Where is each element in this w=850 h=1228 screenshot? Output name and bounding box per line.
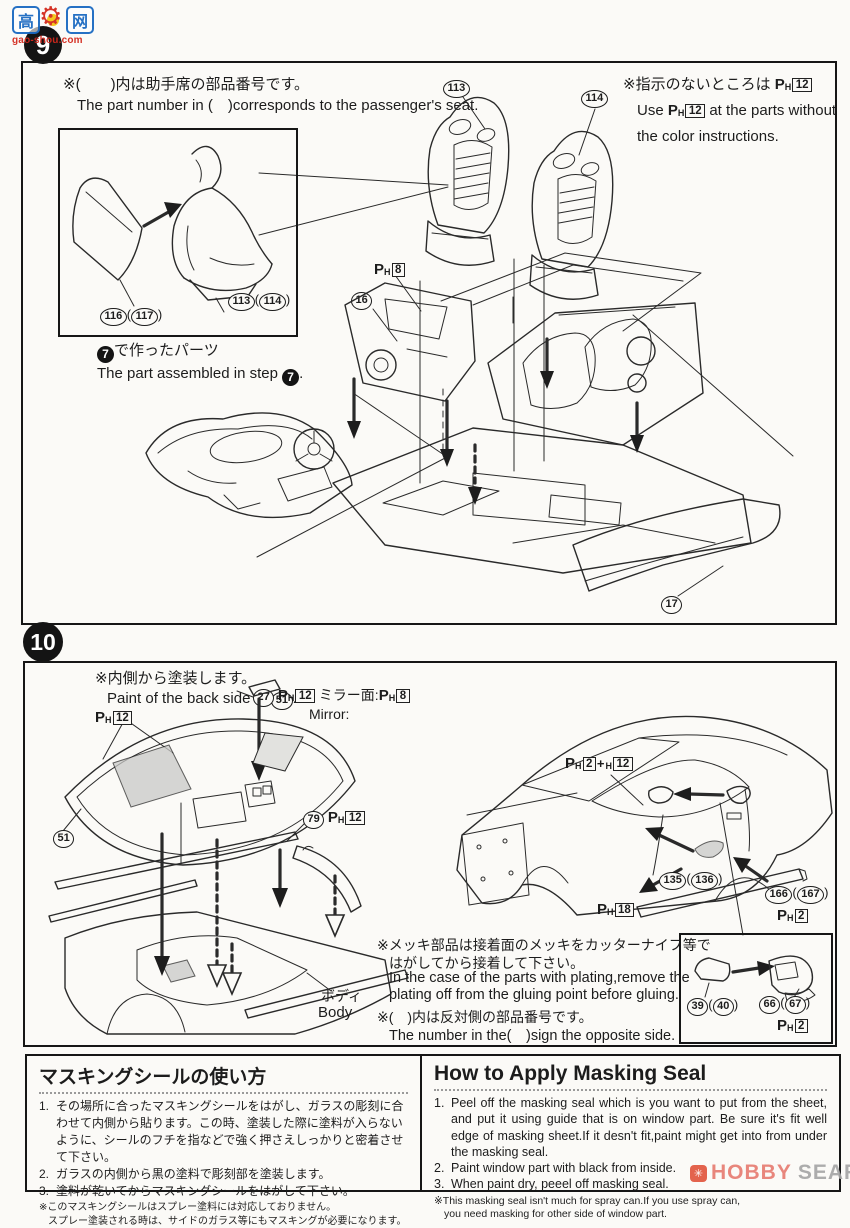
step7-dot: 7 (282, 369, 300, 386)
part-label-113-114: 113(114) (228, 292, 290, 311)
seat-detail-box: 116(117) 113(114) (58, 128, 298, 337)
hobbysearch-word1: HOBBY (711, 1161, 792, 1184)
step10-note-inside-en: Paint of the back side of 51. (107, 689, 297, 710)
note-plating-en1: In the case of the parts with plating,re… (389, 970, 690, 986)
masking-en-item-2: 2.Paint window part with black from insi… (434, 1161, 677, 1175)
masking-jp-box: マスキングシールの使い方 1.その場所に合ったマスキングシールをはがし、ガラスの… (27, 1056, 420, 1227)
masking-jp-item-2: 2.ガラスの内側から黒の塗料で彫刻部を塗装します。 (39, 1167, 331, 1182)
masking-en-note2: you need masking for other side of windo… (444, 1208, 667, 1221)
note-plating-jp2: はがしてから接着して下さい。 (389, 955, 585, 971)
step9-box: ※( )内は助手席の部品番号です。 The part number in ( )… (21, 61, 837, 625)
step9-note-passenger-jp: ※( )内は助手席の部品番号です。 (63, 76, 310, 93)
part-label-135-136: 135(136) (659, 871, 722, 890)
masking-jp-note1: ※このマスキングシールはスプレー塗料には対応しておりません。 (39, 1202, 337, 1214)
note-opposite-jp: ※( )内は反対側の部品番号です。 (377, 1009, 593, 1025)
part-label-114: 114 (581, 89, 608, 108)
note-nocolor-jp: ※指示のないところは (623, 76, 771, 93)
step7-dot: 7 (97, 346, 114, 363)
note-plating-en2: plating off from the gluing point before… (389, 987, 679, 1003)
masking-en-note1: ※This masking seal isn't much for spray … (434, 1194, 741, 1207)
masking-en-item-3: 3.When paint dry, peeel off masking seal… (434, 1177, 669, 1192)
gaoshou-left-char: 高 (12, 6, 40, 34)
step10-box: ※内側から塗装します。 Paint of the back side of 51… (23, 661, 837, 1047)
step10-badge: 10 (23, 622, 63, 662)
seat-detail-drawing (72, 145, 273, 313)
step10-note-inside-jp: ※内側から塗装します。 (95, 670, 257, 687)
hobbysearch-watermark: ✳ HOBBY SEARCH (690, 1161, 850, 1185)
masking-jp-title: マスキングシールの使い方 (39, 1062, 408, 1094)
masking-jp-item-3: 3.塗料が乾いてからマスキングシールをはがして下さい。 (39, 1184, 355, 1199)
part-label-66-67: 66(67) (759, 995, 810, 1014)
gaoshou-watermark: 高 ⚙ 网 gao-shou.com (12, 1, 94, 46)
note-opposite-en: The number in the( )sign the opposite si… (389, 1028, 676, 1044)
step9-badge: 9 (24, 26, 62, 64)
part-label-39-40: 39(40) (687, 997, 738, 1016)
masking-en-title: How to Apply Masking Seal (434, 1062, 827, 1091)
gaoshou-right-char: 网 (66, 6, 94, 34)
hobbysearch-icon: ✳ (690, 1164, 707, 1182)
dashboard-drawing (145, 412, 353, 519)
gear-icon: ⚙ (39, 1, 63, 31)
mirror-label-en: Mirror: (309, 706, 350, 722)
masking-en-item-1: 1.Peel off the masking seal which is you… (434, 1096, 827, 1159)
body-inner-drawing (48, 831, 409, 1035)
body-label-en: Body (318, 1004, 353, 1021)
roof-inner-drawing (64, 679, 356, 866)
part-label-17: 17 (661, 595, 683, 614)
step10-callout-lines (62, 690, 744, 992)
masking-jp-item-1: 1.その場所に合ったマスキングシールをはがし、ガラスの彫刻に合わせて内側から貼り… (39, 1099, 404, 1165)
part-label-51: 51 (53, 829, 75, 848)
masking-jp-note2: スプレー塗装される時は、サイドのガラス等にもマスキングが必要になります。 (48, 1215, 407, 1227)
part-label-16: 16 (351, 291, 373, 310)
assembly-arrows (347, 337, 644, 505)
part-label-113: 113 (443, 79, 470, 98)
body-label-jp: ボディ (321, 988, 363, 1004)
part-label-116-117: 116(117) (100, 307, 162, 326)
hobbysearch-word2: SEARCH (797, 1161, 850, 1184)
gaoshou-site: gao-shou.com (12, 35, 83, 46)
car-body-drawing (456, 715, 833, 918)
interior-exploded-drawing (332, 252, 781, 592)
step9-note-passenger-en: The part number in ( )corresponds to the… (77, 97, 479, 114)
note-plating-jp1: ※メッキ部品は接着面のメッキをカッターナイフ等で (377, 937, 711, 953)
front-seats-drawing (425, 96, 614, 324)
part-label-166-167: 166(167) (765, 885, 828, 904)
